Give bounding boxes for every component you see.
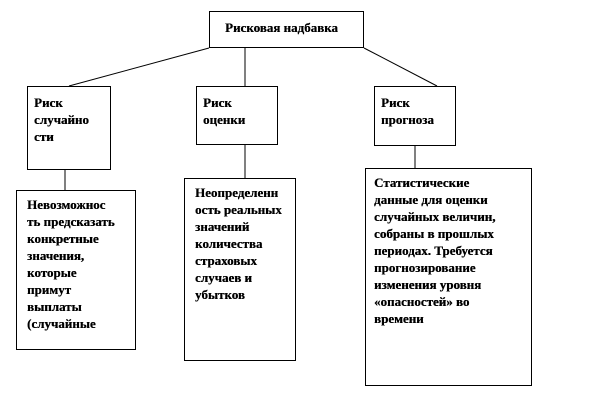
connector-root-to-randomness (68, 47, 210, 87)
root-node-risk-premium: Рисковая надбавка (209, 11, 364, 48)
category-risk-estimation: Риск оценки (196, 86, 278, 145)
category-risk-randomness: Риск случайно сти (27, 86, 111, 170)
description-risk-randomness: Невозможнос ть предсказать конкретные зн… (16, 190, 136, 350)
description-risk-estimation: Неопределенн ость реальных значений коли… (184, 178, 296, 361)
category-risk-forecast: Риск прогноза (374, 86, 456, 146)
connector-root-to-forecast (363, 47, 438, 87)
description-risk-forecast: Статистические данные для оценки случайн… (365, 168, 532, 386)
